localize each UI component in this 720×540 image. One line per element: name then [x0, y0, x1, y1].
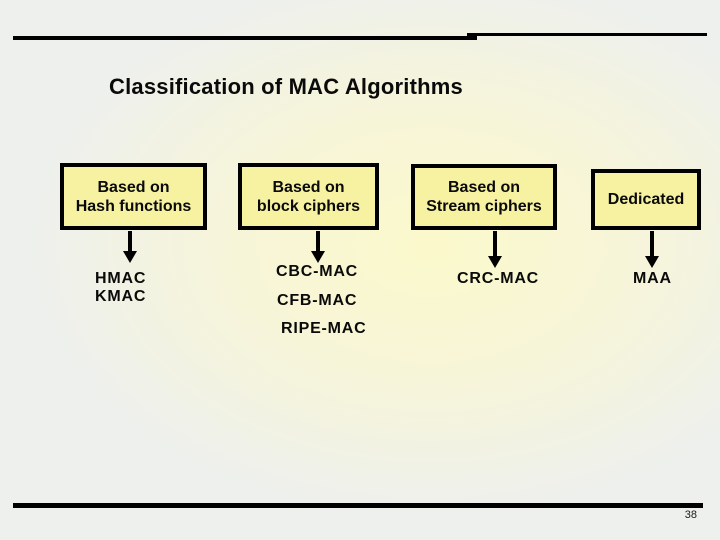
category-box-label-line: Based on [97, 178, 170, 196]
algorithm-label: RIPE-MAC [281, 320, 367, 337]
arrow-head [123, 251, 137, 263]
down-arrow-icon [488, 231, 502, 268]
down-arrow-icon [123, 231, 137, 263]
bottom-rule [13, 503, 703, 508]
top-rule-right-segment [467, 33, 707, 36]
category-box-label-line: Dedicated [607, 191, 685, 208]
arrow-stem [493, 231, 497, 256]
category-box-label-line: Stream ciphers [426, 198, 542, 215]
down-arrow-icon [311, 231, 325, 263]
category-box-label-line: Hash functions [75, 197, 192, 215]
slide-title: Classification of MAC Algorithms [109, 74, 463, 99]
category-box-label-line: Based on [272, 178, 345, 196]
page-number: 38 [684, 509, 697, 521]
arrow-head [645, 256, 659, 268]
arrow-head [311, 251, 325, 263]
top-rule-left-segment [13, 36, 477, 40]
algorithm-label: CBC-MAC [276, 263, 359, 280]
arrow-stem [316, 231, 320, 251]
arrow-stem [128, 231, 132, 251]
down-arrow-icon [645, 231, 659, 268]
arrow-stem [650, 231, 654, 256]
algorithm-label: HMAC [95, 270, 147, 287]
category-box-stream-ciphers: Based on Stream ciphers [411, 164, 557, 230]
category-box-label-line: block ciphers [256, 197, 361, 215]
algorithm-label: MAA [633, 270, 672, 287]
arrow-head [488, 256, 502, 268]
algorithm-label: CRC-MAC [457, 270, 540, 287]
category-box-hash-functions: Based on Hash functions [60, 163, 207, 230]
algorithm-label: CFB-MAC [277, 292, 358, 309]
category-box-dedicated: Dedicated [591, 169, 701, 230]
algorithm-label: KMAC [95, 288, 147, 305]
category-box-block-ciphers: Based on block ciphers [238, 163, 379, 230]
category-box-label-line: Based on [447, 179, 520, 196]
